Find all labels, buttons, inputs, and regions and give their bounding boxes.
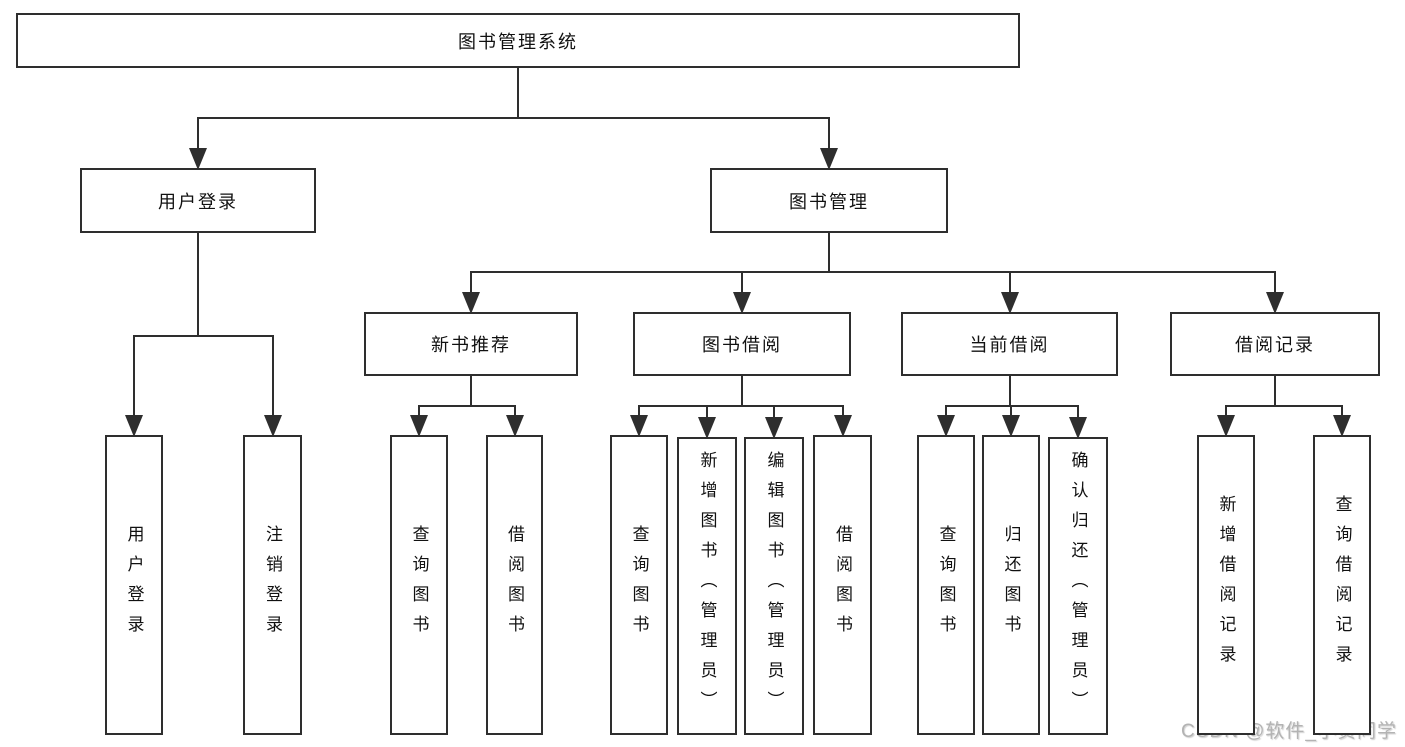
node-v-query-book-2: 查询图书 [610, 435, 668, 735]
node-label-v-query-book-3: 查询图书 [936, 525, 956, 645]
arrowhead-down-icon [937, 415, 955, 437]
connector-line [1274, 376, 1276, 406]
connector-line [945, 405, 1079, 407]
node-label-v-query-book-2: 查询图书 [629, 525, 649, 645]
arrowhead-down-icon [1266, 292, 1284, 314]
connector-line [828, 118, 830, 150]
connector-line [1225, 405, 1343, 407]
connector-line [133, 336, 135, 417]
node-label-v-add-borrow-record: 新增借阅记录 [1216, 495, 1236, 675]
node-book-borrow: 图书借阅 [633, 312, 851, 376]
node-v-add-borrow-record: 新增借阅记录 [1197, 435, 1255, 735]
node-user-login: 用户登录 [80, 168, 316, 233]
node-label-v-return-book: 归还图书 [1001, 525, 1021, 645]
arrowhead-down-icon [833, 415, 852, 437]
node-v-borrow-book-1: 借阅图书 [486, 435, 543, 735]
connector-line [945, 406, 947, 417]
node-v-borrow-book-2: 借阅图书 [813, 435, 872, 735]
node-label-v-edit-book: 编辑图书（管理员） [764, 451, 784, 721]
arrowhead-down-icon [410, 415, 428, 437]
connector-line [706, 406, 708, 419]
node-v-query-book-3: 查询图书 [917, 435, 975, 735]
arrowhead-down-icon [733, 292, 751, 314]
arrowhead-down-icon [1002, 415, 1020, 437]
connector-line [517, 68, 519, 118]
node-label-v-borrow-book-2: 借阅图书 [833, 525, 852, 645]
node-label-v-confirm-return: 确认归还（管理员） [1068, 451, 1088, 721]
connector-line [197, 118, 199, 150]
node-v-logout: 注销登录 [243, 435, 302, 735]
connector-line [271, 336, 274, 417]
node-borrow-records: 借阅记录 [1170, 312, 1380, 376]
connector-line [1008, 376, 1011, 406]
arrowhead-down-icon [1000, 292, 1019, 314]
node-root: 图书管理系统 [16, 13, 1020, 68]
node-v-user-login: 用户登录 [105, 435, 163, 735]
arrowhead-down-icon [505, 415, 524, 437]
connector-line [828, 233, 830, 272]
connector-line [1341, 406, 1343, 417]
connector-line [638, 406, 640, 417]
node-label-current-borrow: 当前借阅 [969, 335, 1050, 355]
connector-line [1077, 406, 1079, 419]
arrowhead-down-icon [1217, 415, 1235, 437]
arrowhead-down-icon [125, 415, 143, 437]
node-v-return-book: 归还图书 [982, 435, 1040, 735]
node-v-edit-book: 编辑图书（管理员） [744, 437, 804, 735]
node-label-v-add-book: 新增图书（管理员） [697, 451, 717, 721]
connector-line [470, 271, 1276, 273]
node-label-user-login: 用户登录 [158, 191, 238, 212]
connector-line [841, 406, 844, 417]
arrowhead-down-icon [765, 417, 783, 439]
connector-line [513, 406, 516, 417]
arrowhead-down-icon [1333, 415, 1351, 437]
connector-line [418, 405, 516, 407]
node-label-v-query-borrow-record: 查询借阅记录 [1332, 495, 1352, 675]
arrowhead-down-icon [462, 292, 480, 314]
node-current-borrow: 当前借阅 [901, 312, 1118, 376]
connector-line [470, 376, 472, 406]
connector-line [133, 335, 274, 337]
node-label-v-borrow-book-1: 借阅图书 [505, 525, 524, 645]
connector-line [1274, 272, 1276, 294]
node-label-borrow-records: 借阅记录 [1235, 335, 1315, 355]
node-v-add-book: 新增图书（管理员） [677, 437, 737, 735]
connector-line [1225, 406, 1227, 417]
arrowhead-down-icon [1069, 417, 1087, 439]
connector-line [741, 272, 743, 294]
connector-line [741, 376, 743, 406]
node-new-book-rec: 新书推荐 [364, 312, 578, 376]
node-label-v-logout: 注销登录 [263, 525, 282, 645]
connector-line [197, 233, 199, 336]
arrowhead-down-icon [698, 417, 716, 439]
connector-line [1008, 272, 1011, 294]
node-label-v-query-book-1: 查询图书 [409, 525, 429, 645]
node-book-mgmt: 图书管理 [710, 168, 948, 233]
node-label-v-user-login: 用户登录 [124, 525, 144, 645]
node-v-query-borrow-record: 查询借阅记录 [1313, 435, 1371, 735]
node-label-book-mgmt: 图书管理 [789, 191, 869, 212]
node-label-book-borrow: 图书借阅 [702, 335, 782, 355]
node-label-root: 图书管理系统 [458, 31, 578, 52]
node-label-new-book-rec: 新书推荐 [431, 335, 511, 355]
arrowhead-down-icon [630, 415, 648, 437]
connector-line [1010, 406, 1012, 417]
connector-line [418, 406, 420, 417]
connector-line [470, 272, 472, 294]
arrowhead-down-icon [189, 148, 207, 170]
connector-line [773, 406, 775, 419]
connector-line [638, 405, 844, 407]
node-v-query-book-1: 查询图书 [390, 435, 448, 735]
arrowhead-down-icon [820, 148, 838, 170]
arrowhead-down-icon [263, 415, 282, 437]
connector-line [197, 117, 830, 119]
node-v-confirm-return: 确认归还（管理员） [1048, 437, 1108, 735]
